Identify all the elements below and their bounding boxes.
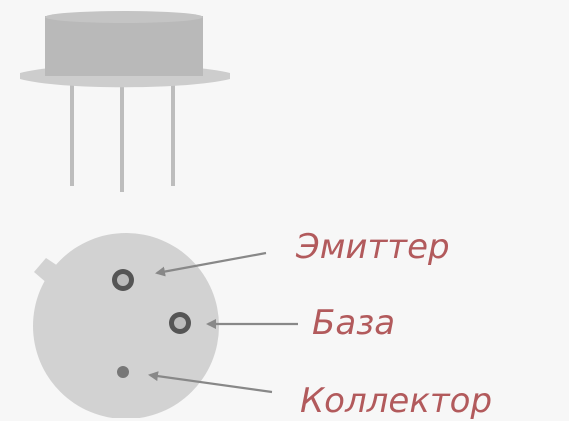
can-body: [45, 16, 203, 76]
emitter-label: Эмиттер: [296, 227, 450, 267]
emitter-arrow: [155, 251, 267, 277]
transistor-side-view: [20, 11, 230, 192]
collector-pin: [117, 366, 129, 378]
collector-arrow: [148, 371, 273, 394]
orientation-tab: [34, 258, 64, 284]
transistor-bottom-view: [33, 233, 219, 418]
collector-label: Коллектор: [300, 381, 493, 421]
lead-middle: [120, 82, 124, 192]
can-top: [45, 11, 203, 23]
base-label: База: [312, 303, 396, 343]
can-base: [33, 233, 219, 418]
emitter-pin: [112, 269, 134, 291]
base-pin: [169, 312, 191, 334]
lead-left: [70, 82, 74, 186]
lead-right: [171, 82, 175, 186]
